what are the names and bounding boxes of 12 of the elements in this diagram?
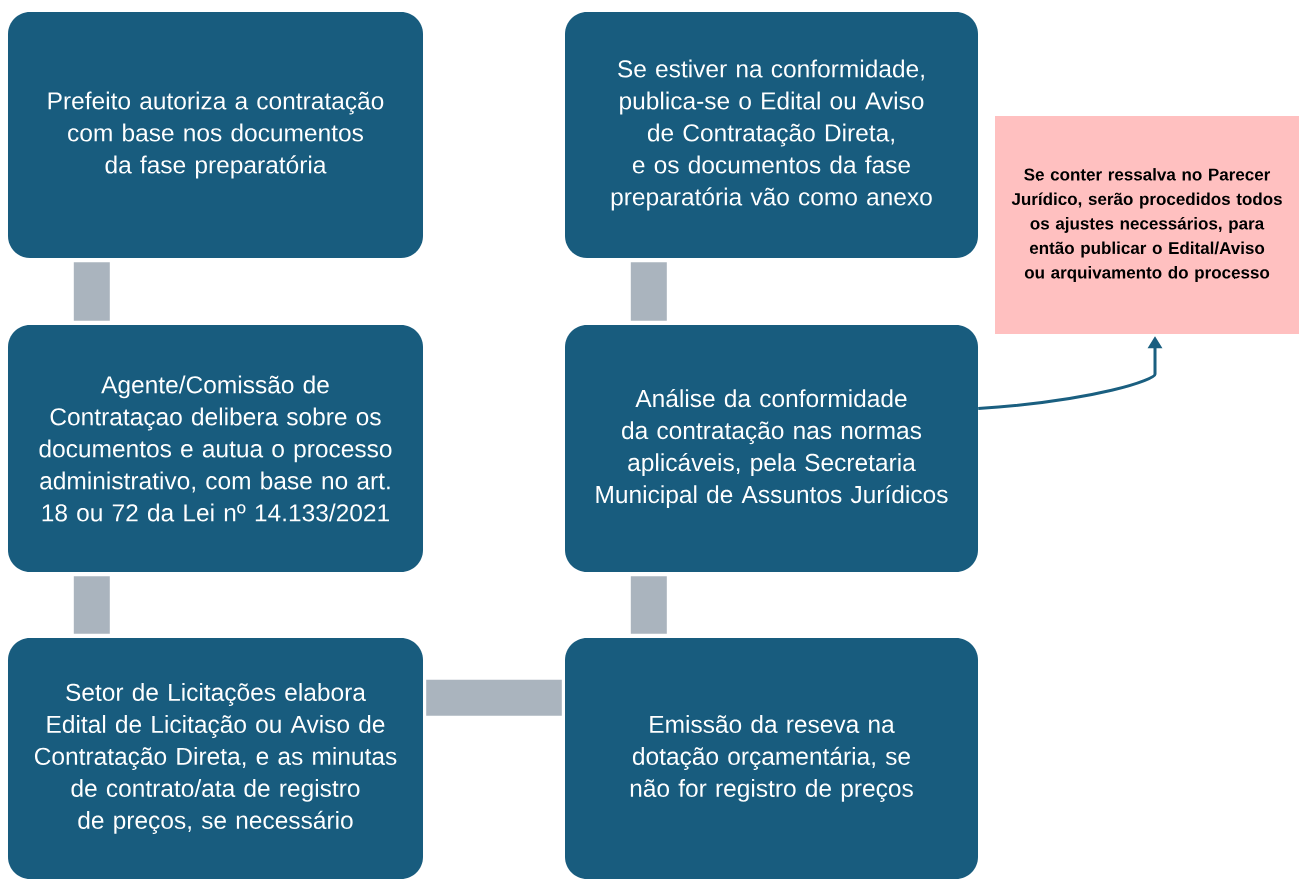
process-box: Emissão da reseva na dotação orçamentária, se não for registro de preços — [565, 638, 978, 879]
process-box: Agente/Comissão de Contrataçao delibera sobre os documentos e autua o processo administrativo, com base no art. 18 ou 72 da Lei nº 14.133/2021 — [8, 325, 423, 572]
connector-bar — [73, 262, 110, 321]
process-box: Prefeito autoriza a contratação com base nos documentos da fase preparatória — [8, 12, 423, 258]
process-box: Setor de Licitações elabora Edital de Licitação ou Aviso de Contratação Direta, e as minutas de contrato/ata de registro de preços, se necessário — [8, 638, 423, 879]
process-box: Análise da conformidade da contratação nas normas aplicáveis, pela Secretaria Municipal de Assuntos Jurídicos — [565, 325, 978, 572]
connector-bar — [73, 576, 110, 634]
connector-bar — [630, 576, 667, 634]
process-box: Se estiver na conformidade, publica-se o Edital ou Aviso de Contratação Direta, e os documentos da fase preparatória vão como anexo — [565, 12, 978, 258]
connector-bar — [630, 262, 667, 321]
connector-bar — [426, 679, 562, 716]
note-box: Se conter ressalva no Parecer Jurídico, serão procedidos todos os ajustes necessários, para então publicar o Edital/Aviso ou arquivamento do processo — [995, 116, 1299, 334]
